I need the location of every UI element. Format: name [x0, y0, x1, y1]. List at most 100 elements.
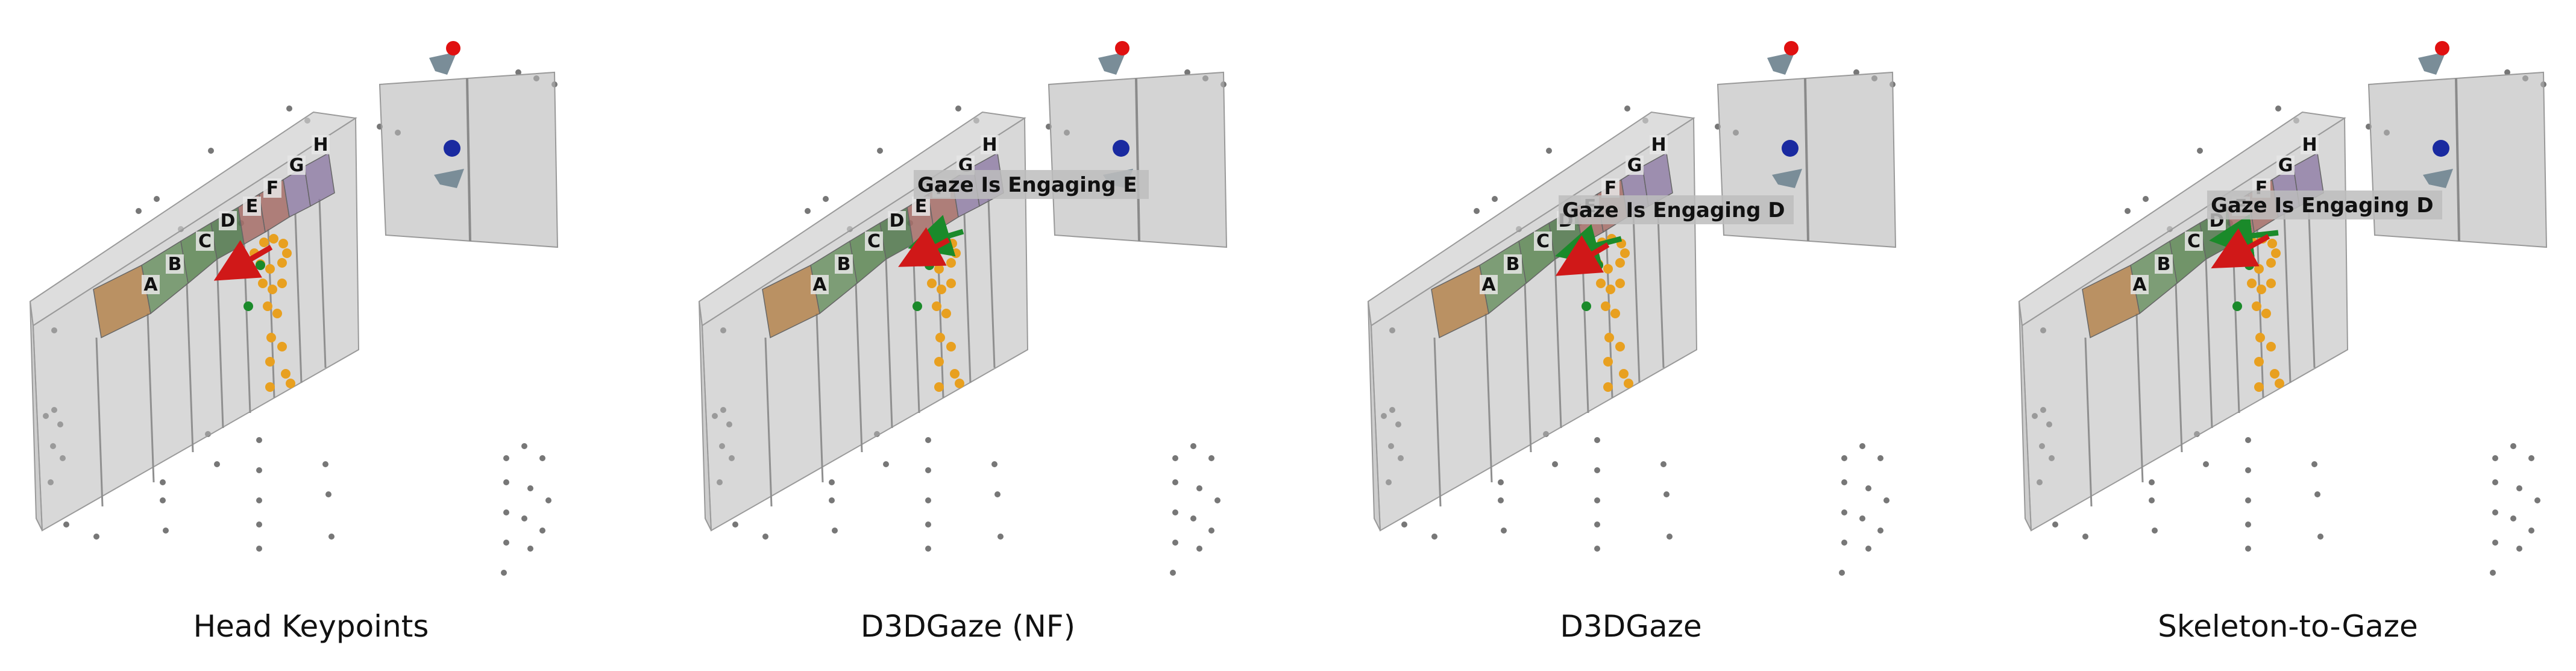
shelf-divider	[987, 198, 996, 368]
bin-label-bg	[142, 275, 160, 294]
bin-label-h: H	[982, 134, 997, 156]
head-keypoint	[243, 301, 253, 311]
scene-point	[823, 196, 829, 202]
scene-point	[154, 196, 160, 202]
camera-icon	[1767, 52, 1795, 75]
gaze-label-bg	[2207, 191, 2442, 219]
scene-point	[1431, 534, 1437, 540]
scene-point	[1877, 455, 1883, 461]
bin-label-bg	[1504, 254, 1522, 274]
back-shelf-divider	[1804, 78, 1809, 242]
scene-point	[1594, 546, 1600, 552]
bin-label-d: D	[890, 210, 905, 232]
keypoint	[265, 264, 275, 274]
shelf-divider	[815, 313, 824, 483]
head-keypoint	[2232, 301, 2242, 311]
keypoint	[2261, 309, 2271, 318]
scene-point	[503, 479, 509, 485]
scene-point	[2052, 521, 2058, 528]
bin-label-a: A	[143, 274, 158, 295]
keypoint	[2255, 333, 2265, 342]
head-keypoint	[256, 260, 265, 270]
keypoint	[2266, 258, 2276, 268]
head-keypoint	[2245, 260, 2254, 270]
keypoint	[259, 238, 269, 247]
scene-point	[93, 534, 99, 540]
caption-d3dgaze-nf: D3DGaze (NF)	[860, 609, 1076, 644]
scene-point	[1501, 528, 1507, 534]
camera-icon	[1098, 52, 1126, 75]
predicted-gaze-arrow	[213, 240, 273, 281]
scene-point	[1859, 443, 1865, 449]
scene-point	[325, 491, 331, 497]
keypoint	[1601, 301, 1610, 311]
scene-point	[2492, 540, 2498, 546]
scene-point	[2149, 497, 2155, 503]
shelf-divider	[267, 228, 275, 399]
scene-point	[805, 208, 811, 214]
scene-point	[1552, 461, 1558, 467]
scene-point	[2245, 546, 2251, 552]
keypoint	[277, 258, 287, 268]
keypoint	[2275, 379, 2284, 388]
scene-point	[2492, 509, 2498, 515]
scene-point	[1172, 540, 1178, 546]
scene-point	[1184, 69, 1190, 75]
scene-point	[2152, 528, 2158, 534]
keypoint	[2266, 279, 2276, 288]
shelf-divider	[1524, 283, 1532, 453]
shelf-divider	[1554, 259, 1562, 429]
scene-point	[829, 479, 835, 485]
keypoint	[937, 285, 946, 294]
bin-label-bg	[912, 197, 930, 216]
keypoint	[1615, 258, 1625, 268]
keypoint	[1610, 309, 1620, 318]
camera-icon	[429, 52, 457, 75]
bin-label-bg	[166, 254, 184, 274]
keypoint	[268, 285, 277, 294]
keypoint	[2254, 382, 2264, 392]
scene-point	[2275, 106, 2281, 112]
bin-label-bg	[1601, 178, 1619, 198]
scene-point	[1498, 479, 1504, 485]
bin-label-f: F	[1604, 178, 1617, 199]
scene-point	[925, 521, 931, 528]
keypoint	[1603, 264, 1613, 274]
scene-point	[2311, 461, 2317, 467]
bin-label-f: F	[266, 178, 279, 199]
scene-point	[2125, 208, 2131, 214]
scene-point	[1841, 540, 1847, 546]
keypoint	[946, 279, 956, 288]
keypoint	[2270, 369, 2279, 379]
scene-point	[883, 461, 889, 467]
scene-point	[1594, 467, 1600, 473]
scene-point	[2504, 69, 2510, 75]
shelf-divider	[2135, 313, 2144, 483]
keypoint	[941, 309, 951, 318]
gaze-label-bg	[1559, 195, 1794, 224]
keypoint	[935, 333, 945, 342]
bin-label-bg	[1480, 275, 1498, 294]
scene-point	[256, 497, 262, 503]
predicted-gaze-arrow	[2211, 228, 2270, 269]
scene-point	[1853, 69, 1859, 75]
caption-skeleton-to-gaze: Skeleton-to-Gaze	[2158, 609, 2418, 644]
scene-point	[2143, 196, 2149, 202]
scene-point	[1594, 521, 1600, 528]
keypoint	[265, 382, 275, 392]
scene-point	[832, 528, 838, 534]
keypoint	[951, 248, 961, 258]
shelf-divider	[1484, 313, 1493, 483]
scene-point	[1498, 497, 1504, 503]
scene-point	[63, 521, 69, 528]
scene-point	[256, 437, 262, 443]
scene-point	[2082, 534, 2088, 540]
keypoint	[282, 248, 292, 258]
camera-blue-marker	[1782, 140, 1798, 157]
scene-point	[1841, 479, 1847, 485]
keypoint	[950, 369, 960, 379]
scene-point	[1663, 491, 1670, 497]
shelf-divider	[885, 259, 893, 429]
scene-point	[2516, 546, 2522, 552]
